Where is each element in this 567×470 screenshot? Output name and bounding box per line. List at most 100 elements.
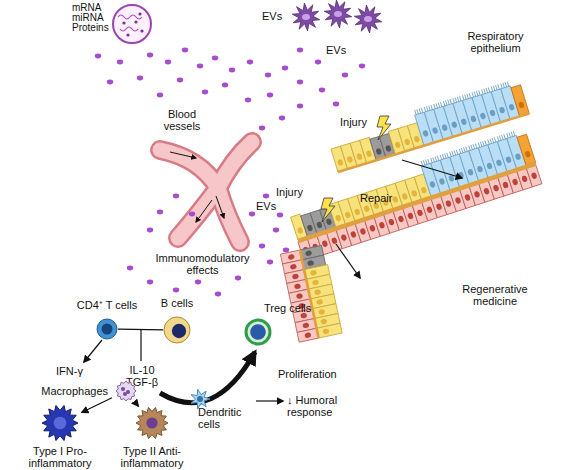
basement-membrane [298,163,536,240]
basement-membrane [298,165,536,242]
cilia [511,132,513,137]
annotation-label: Proteins [72,23,117,33]
cilia [428,159,430,164]
cilia [434,104,435,109]
cell-nucleus [354,208,361,216]
cilia [475,144,477,149]
extracellular-vesicle [267,93,273,98]
protein-cargo [138,12,141,15]
cilia [497,136,499,141]
cilia [443,101,444,106]
protein-cargo [122,21,125,24]
annotation-label: IFN-γ [56,365,96,377]
epithelial-cell [511,85,529,117]
rna-cargo [118,15,142,19]
cell-nucleus [436,203,443,211]
proliferation-arrow [160,352,255,403]
extracellular-vesicle [215,292,221,297]
cilia [417,109,418,114]
extracellular-vesicle [222,83,228,88]
annotation-label: Proliferation [278,368,348,380]
cell-nucleus [321,240,328,248]
cilia [464,147,466,152]
cell-nucleus [385,145,392,153]
cilia [452,151,454,156]
cilia [445,153,447,158]
cell-nucleus [288,254,295,260]
cell-nucleus [483,187,490,195]
cell-nucleus [369,224,376,232]
cell-nucleus [296,293,303,299]
cell-nucleus [407,212,414,220]
cilia [453,98,454,103]
cell-nucleus [344,211,351,219]
cilia [438,103,439,108]
cell-nucleus [489,109,496,117]
cell-nucleus [432,127,439,135]
cell-nucleus [441,124,448,132]
cell-nucleus [290,264,297,270]
extracellular-vesicle [157,93,163,98]
injury-bolt [321,198,335,222]
cell-nucleus [297,227,304,235]
extracellular-vesicle [247,60,253,65]
cell-nucleus [438,178,445,186]
cilia [431,158,433,163]
cilia [450,152,452,157]
extracellular-vesicle [342,73,348,78]
cell-nucleus [337,159,344,167]
extracellular-vesicle [165,60,171,65]
cilia [484,89,485,94]
extracellular-vesicle [137,76,143,81]
cell-node: Treg cells [244,318,272,346]
extracellular-vesicle [127,266,133,271]
extracellular-vesicle [267,260,273,265]
cell-nucleus [508,103,515,111]
cell-nucleus [359,228,366,236]
cilia [459,149,461,154]
leader-arrow [256,400,283,401]
annotation-label: Blood vessels [157,108,207,132]
blood-vessel-wall [178,188,218,238]
cilia [504,134,506,139]
cilia [471,145,473,150]
cilia [426,160,428,165]
secreting-cell [292,3,319,31]
extracellular-vesicle [212,56,218,61]
cell-nucleus [310,269,317,275]
cell-nucleus [445,200,452,208]
extracellular-vesicle [273,228,279,233]
cilia [424,107,425,112]
cilia [455,97,456,102]
cilia [429,106,430,111]
epithelial-cell [297,328,319,342]
cilia [496,85,497,90]
cell-body [191,389,210,409]
extracellular-vesicle [259,126,265,131]
cell-shape [132,406,172,440]
cilia [442,154,444,159]
cell-nucleus [477,165,484,173]
cilia [472,92,473,97]
connector-arrow [82,398,112,413]
extracellular-vesicle [277,213,283,218]
cell-nucleus [524,150,531,158]
cell-nucleus [401,193,408,201]
cilia [423,160,425,165]
cell-nucleus [350,231,357,239]
cell-body [246,320,270,344]
cell-node: Type I Pro-inflammatory [38,404,82,442]
cell-nucleus [314,289,321,295]
cilia [419,109,420,114]
cell-nucleus [502,181,509,189]
cilia [421,108,422,113]
extracellular-vesicle [245,98,251,103]
cell-nucleus [363,205,370,213]
injury-bolt [377,116,391,140]
blood-vessel-lumen [178,188,218,238]
cell-nucleus [429,181,436,189]
flow-arrow [216,196,224,218]
cell-nucleus [302,14,310,20]
extracellular-vesicle [189,212,195,217]
